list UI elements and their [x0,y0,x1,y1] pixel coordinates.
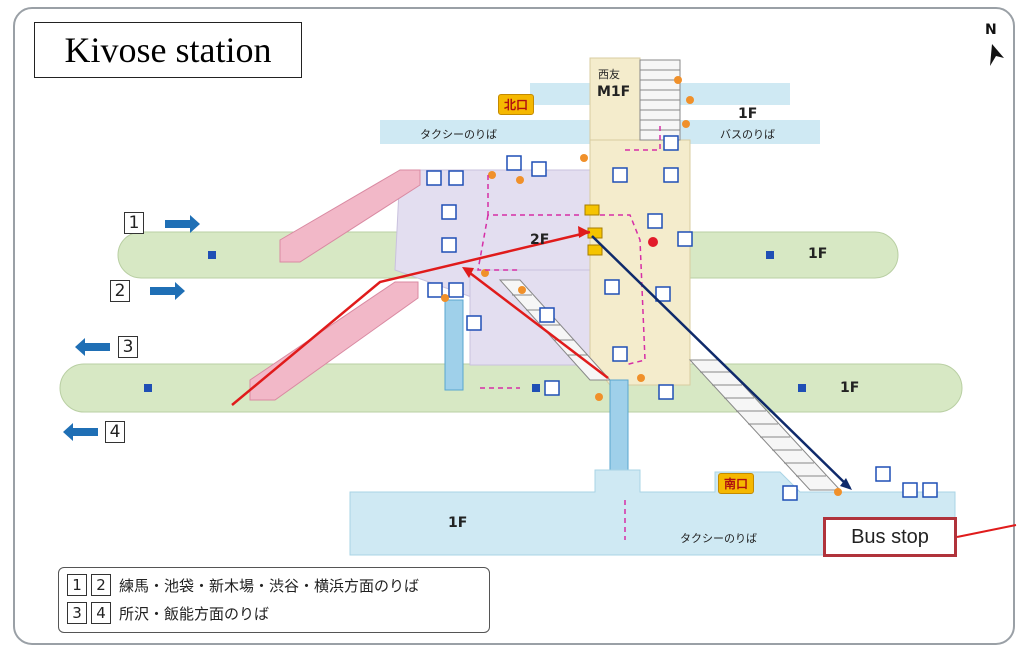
route-navy-arrowhead [840,478,852,490]
seibu-label: 西友 [598,68,620,81]
bus-stop-pointer [956,524,1017,538]
map-frame [13,7,1015,645]
legend-number: 2 [91,574,111,596]
taxi-south-label: タクシーのりば [680,532,757,545]
elevator-shaft-west [444,299,464,391]
track-arrows [63,215,200,441]
ticket-gate [584,204,600,216]
map-title: Kivose station [34,22,302,78]
track-number-4: 4 [105,421,125,443]
bus-stop-label: Bus stop [823,517,957,557]
route-red-arrowhead [578,226,590,238]
south-1f-label: 1F [448,515,468,531]
legend-row-1: 1 2 練馬・池袋・新木場・渋谷・横浜方面のりば [67,574,419,596]
route-red [231,230,609,406]
bus-north-label: バスのりば [720,128,775,141]
legend-number: 1 [67,574,87,596]
north-exit-tag: 北口 [498,94,535,115]
legend-text: 練馬・池袋・新木場・渋谷・横浜方面のりば [119,576,420,595]
compass-arrow [990,44,1004,66]
m1f-label: M1F [597,84,631,100]
platform-marker [208,251,216,259]
platform-marker [766,251,774,259]
platform-marker [798,384,806,392]
route-red-arrowhead [462,267,474,278]
info-dot [648,237,658,247]
track-number-box: 2 [110,280,130,302]
platform-marker [532,384,540,392]
track-number-box: 4 [105,421,125,443]
track-number-box: 3 [118,336,138,358]
track-number-box: 1 [124,212,144,234]
south-exit-tag: 南口 [718,473,755,494]
facility-icons [426,135,938,501]
legend-row-2: 3 4 所沢・飯能方面のりば [67,602,269,624]
legend-text: 所沢・飯能方面のりば [119,604,270,623]
orange-markers [441,76,842,496]
route-navy [591,235,851,489]
platform-marker [144,384,152,392]
north-1f-label: 1F [738,106,758,122]
concourse-2f-label: 2F [530,232,550,248]
taxi-north-label: タクシーのりば [420,128,497,141]
escalator-lower [249,281,419,401]
ticket-gate [587,244,603,256]
track-number-2: 2 [110,280,130,302]
legend-number: 4 [91,602,111,624]
platform-legend: 1 2 練馬・池袋・新木場・渋谷・横浜方面のりば 3 4 所沢・飯能方面のりば [58,567,490,633]
walking-route-dashed [477,125,661,540]
escalator-upper [279,169,421,263]
track-number-1: 1 [124,212,144,234]
track-number-3: 3 [118,336,138,358]
legend-number: 3 [67,602,87,624]
platform-lower-1f-label: 1F [840,380,860,396]
compass-label: N [985,22,997,38]
platform-upper-1f-label: 1F [808,246,828,262]
